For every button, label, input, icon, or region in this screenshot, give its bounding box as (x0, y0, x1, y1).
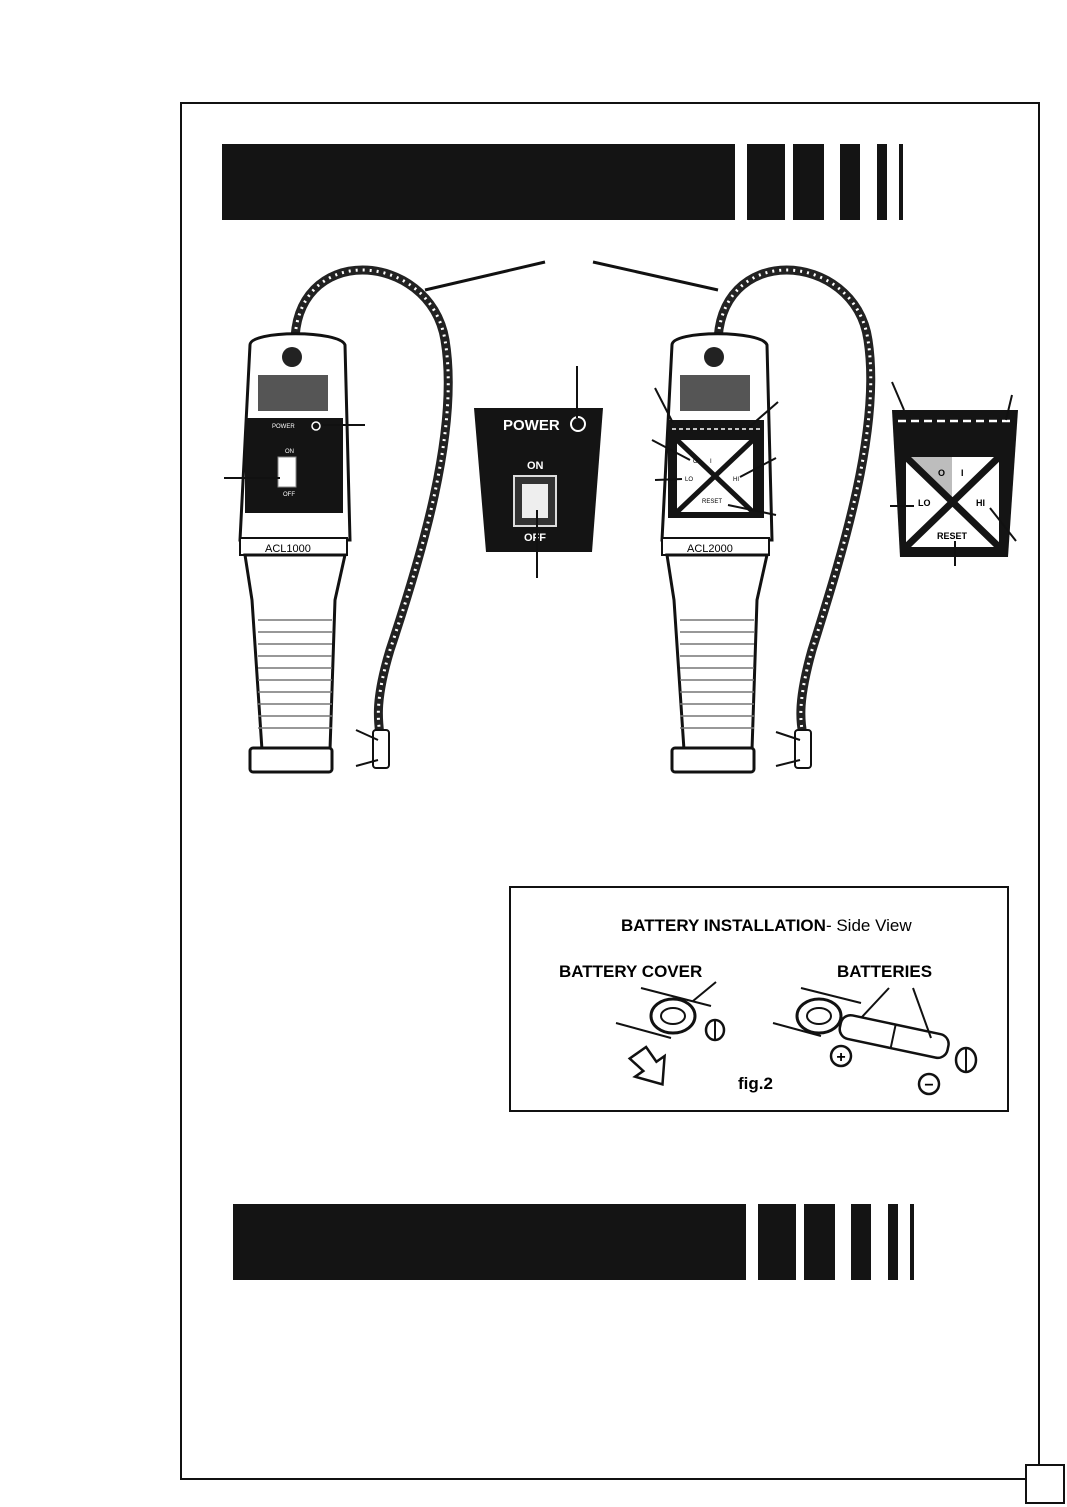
acl1000-on-label: ON (285, 449, 294, 455)
detail-power-label: POWER (503, 417, 560, 434)
acl2000-one-label: I (710, 459, 712, 465)
detail-on-label: ON (527, 460, 544, 472)
acl2000-lo-label: LO (685, 477, 693, 483)
keypad-reset-label: RESET (937, 531, 968, 541)
arrow-icon (627, 1045, 667, 1087)
acl2000-zero-label: O (693, 459, 698, 465)
power-switch-detail: POWER ON OFF (474, 366, 603, 578)
acl1000-off-label: OFF (283, 492, 295, 498)
acl2000-reset-label: RESET (702, 499, 722, 505)
battery-figure-title-bold: BATTERY INSTALLATION (621, 916, 826, 935)
battery-figure-title: BATTERY INSTALLATION- Side View (621, 916, 912, 936)
battery-cover-label: BATTERY COVER (559, 962, 703, 981)
detector-illustrations: POWER ON OFF ACL1000 POWER ON OFF (224, 260, 1018, 774)
detail-off-label: OFF (524, 532, 546, 544)
acl2000-device: O I LO HI RESET ACL2000 (651, 265, 876, 774)
section-header-bar-bottom (233, 1204, 915, 1280)
battery-installation-figure: BATTERY INSTALLATION- Side View BATTERY … (509, 886, 1009, 1112)
page-number-box (1025, 1464, 1065, 1504)
keypad-one-label: I (961, 468, 964, 478)
section-header-bar-top (222, 144, 904, 220)
keypad-detail: O I LO HI RESET (890, 381, 1018, 566)
acl2000-hi-label: HI (733, 477, 739, 483)
minus-icon: − (924, 1077, 933, 1094)
page-frame (180, 102, 1040, 1480)
plus-icon: + (836, 1049, 845, 1066)
battery-figure-title-rest: - Side View (825, 916, 912, 935)
figure-number-label: fig.2 (738, 1074, 773, 1093)
acl1000-device: POWER ON OFF ACL1000 (224, 265, 453, 774)
keypad-zero-label: O (938, 468, 945, 478)
acl2000-model-label: ACL2000 (687, 543, 733, 555)
acl1000-power-label: POWER (272, 424, 295, 430)
acl1000-model-label: ACL1000 (265, 543, 311, 555)
keypad-hi-label: HI (976, 498, 985, 508)
battery-diagram: + − (615, 981, 978, 1096)
keypad-lo-label: LO (918, 498, 931, 508)
batteries-label: BATTERIES (837, 962, 933, 981)
